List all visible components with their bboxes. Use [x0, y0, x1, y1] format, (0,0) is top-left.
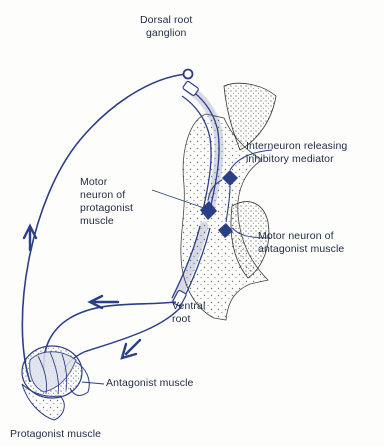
ventral-root-line-1: Ventral: [172, 300, 205, 313]
interneuron-line-2: inhibitory mediator: [246, 153, 347, 166]
antagonist-muscle-label: Antagonist muscle: [106, 377, 194, 390]
motor-neuron-antagonist-label: Motor neuron of antagonist muscle: [258, 230, 344, 256]
ventral-root-label: Ventral root: [172, 300, 205, 326]
protagonist-label-line-1: Motor: [80, 176, 133, 189]
protagonist-muscle-label: Protagonist muscle: [10, 428, 101, 441]
leader-antagonist-muscle: [82, 382, 104, 384]
interneuron-label: Interneuron releasing inhibitory mediato…: [246, 140, 347, 166]
sensory-afferent-fiber: [22, 74, 186, 382]
ganglion-circle-icon: [184, 70, 193, 79]
protagonist-label-line-4: muscle: [80, 215, 133, 228]
interneuron-line-1: Interneuron releasing: [246, 140, 347, 153]
protagonist-label-line-3: protagonist: [80, 202, 133, 215]
protagonist-label-line-2: neuron of: [80, 189, 133, 202]
dorsal-root-ganglion-line-2: ganglion: [140, 27, 192, 40]
motor-efferent-antagonist: [64, 306, 182, 372]
motor-neuron-protagonist-label: Motor neuron of protagonist muscle: [80, 176, 133, 228]
ventral-root-line-2: root: [172, 313, 205, 326]
antagonist-label-line-1: Motor neuron of: [258, 230, 344, 243]
dorsal-root-ganglion-label: Dorsal root ganglion: [140, 14, 192, 40]
muscle-bundle: [22, 346, 89, 420]
dorsal-root-ganglion-line-1: Dorsal root: [140, 14, 192, 27]
antagonist-label-line-2: antagonist muscle: [258, 243, 344, 256]
flow-arrow-icon: [122, 340, 140, 358]
